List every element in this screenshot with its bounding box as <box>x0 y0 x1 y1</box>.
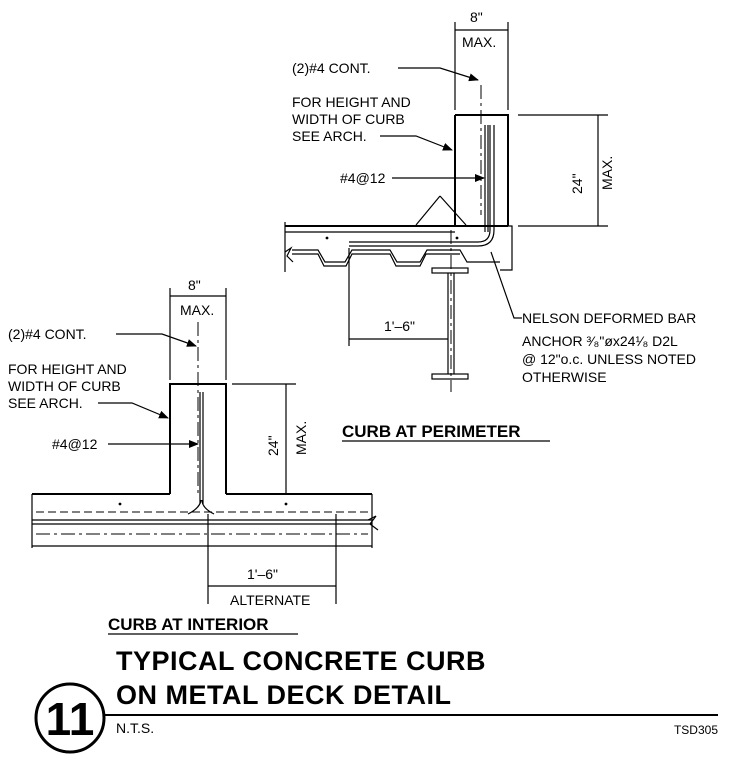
detail-title-block: 11 TYPICAL CONCRETE CURB ON METAL DECK D… <box>34 646 718 754</box>
interior-embed-dim: 1'–6" <box>247 566 278 582</box>
perimeter-anchor-note-2: ANCHOR ³⁄₈"øx24¹⁄₈ D2L <box>522 333 678 349</box>
interior-width-note: MAX. <box>180 302 214 318</box>
interior-height-max: MAX. <box>293 421 309 455</box>
perimeter-height-note-2: WIDTH OF CURB <box>292 111 405 127</box>
perimeter-dowel-label: #4@12 <box>340 170 386 186</box>
perimeter-anchor-note-1: NELSON DEFORMED BAR <box>522 310 696 326</box>
perimeter-cont-bars: (2)#4 CONT. <box>292 60 371 76</box>
interior-title: CURB AT INTERIOR <box>108 615 269 634</box>
perimeter-height-max: MAX. <box>599 156 615 190</box>
perimeter-height-note-1: FOR HEIGHT AND <box>292 94 411 110</box>
perimeter-anchor-note-3: @ 12"o.c. UNLESS NOTED <box>522 351 696 367</box>
interior-height-dim: 24" <box>265 435 281 456</box>
sheet-number: TSD305 <box>674 723 718 737</box>
perimeter-height-note-3: SEE ARCH. <box>292 128 367 144</box>
perimeter-detail: 8" MAX. <box>284 9 696 442</box>
interior-width-dim: 8" <box>188 277 201 293</box>
interior-height-note-1: FOR HEIGHT AND <box>8 361 127 377</box>
interior-slab <box>31 493 379 548</box>
perimeter-width-note: MAX. <box>462 34 496 50</box>
interior-height-note-3: SEE ARCH. <box>8 395 83 411</box>
interior-cont-bars: (2)#4 CONT. <box>8 326 87 342</box>
detail-title-line-2: ON METAL DECK DETAIL <box>116 680 452 710</box>
perimeter-embed-dim: 1'–6" <box>384 318 415 334</box>
interior-curb <box>169 322 227 515</box>
detail-title-line-1: TYPICAL CONCRETE CURB <box>116 646 486 676</box>
perimeter-steel-beam <box>431 230 469 392</box>
perimeter-title: CURB AT PERIMETER <box>342 422 521 441</box>
interior-detail: 8" MAX. 24" <box>8 277 379 635</box>
detail-number-circle <box>34 682 106 754</box>
detail-scale: N.T.S. <box>116 720 154 736</box>
interior-height-note-2: WIDTH OF CURB <box>8 378 121 394</box>
perimeter-anchor-note-4: OTHERWISE <box>522 369 607 385</box>
interior-alternate: ALTERNATE <box>230 592 310 608</box>
interior-dowel-label: #4@12 <box>52 436 98 452</box>
perimeter-slab <box>284 222 508 272</box>
detail-number: 11 <box>46 693 95 745</box>
perimeter-curb <box>349 85 513 271</box>
perimeter-width-dim: 8" <box>470 9 483 25</box>
perimeter-height-dim: 24" <box>569 173 585 194</box>
